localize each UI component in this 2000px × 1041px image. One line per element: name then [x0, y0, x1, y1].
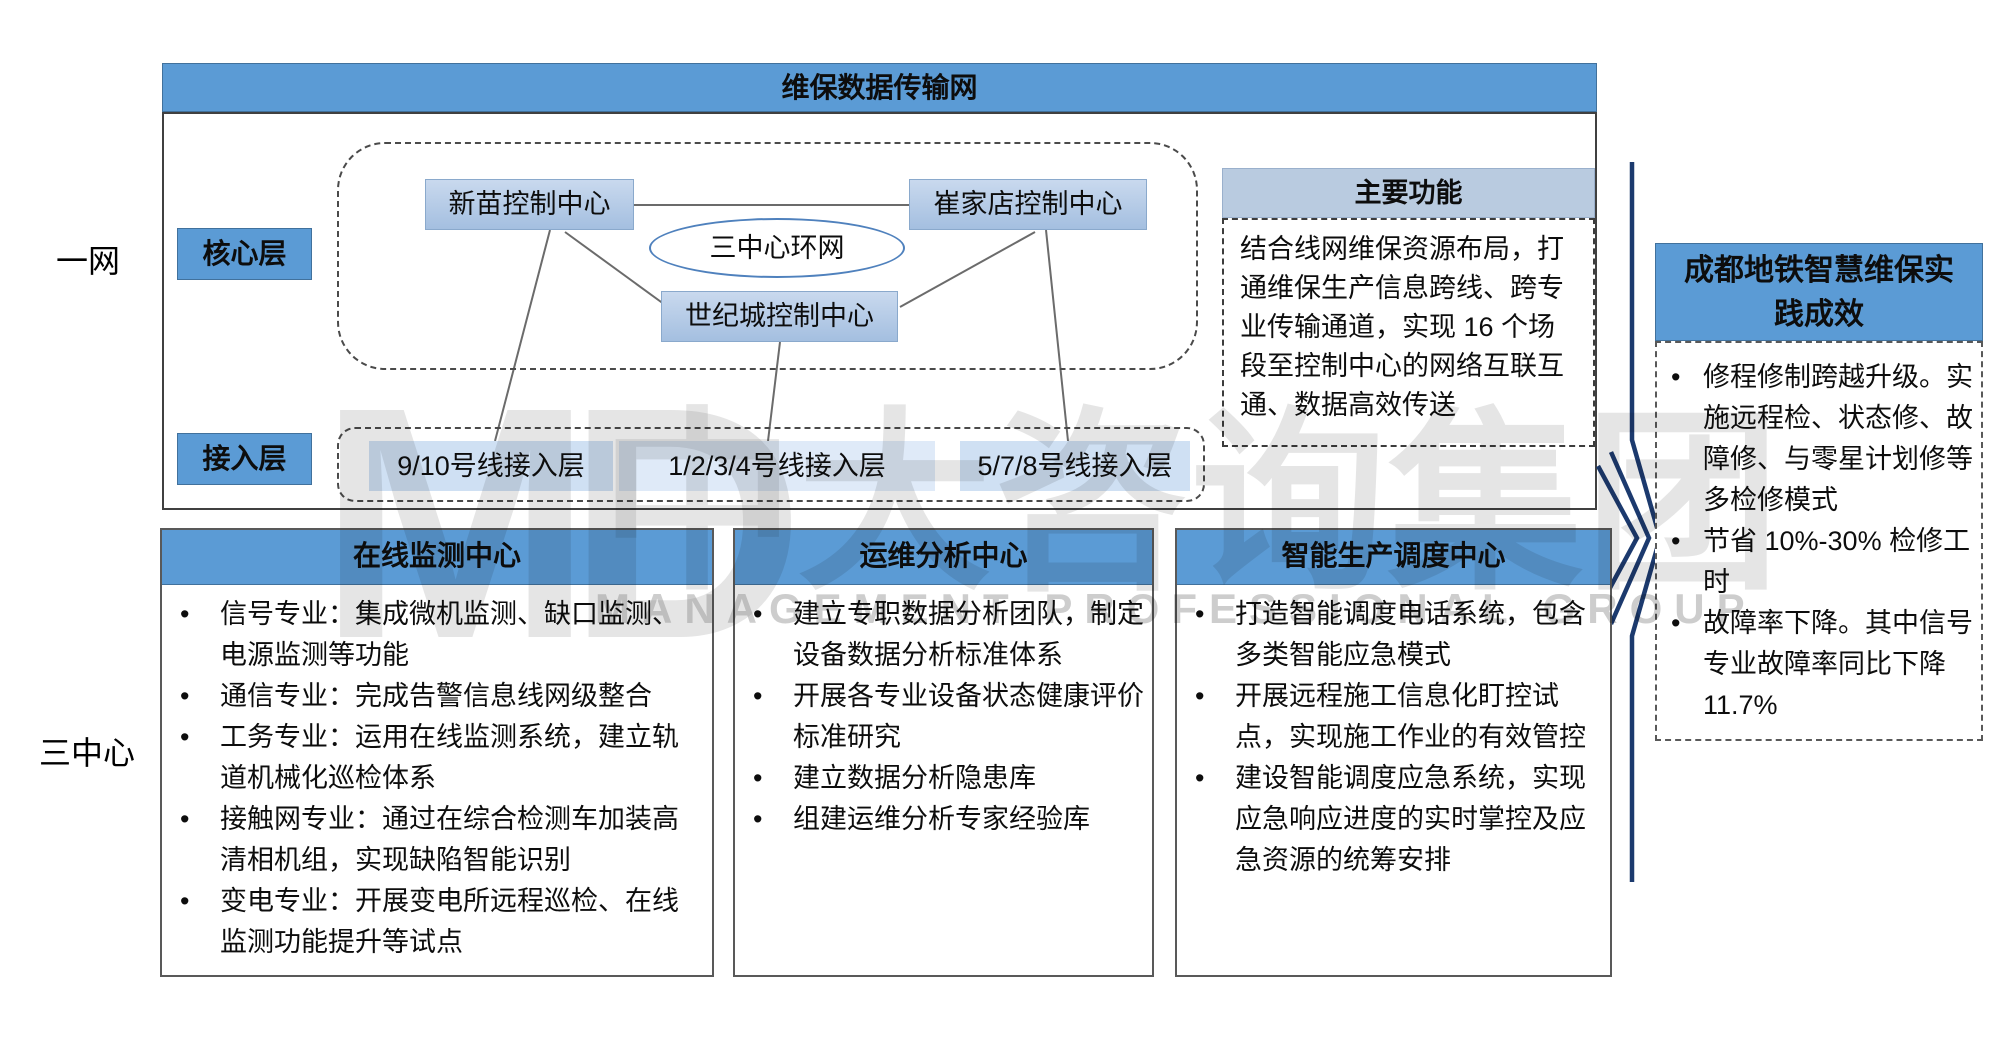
- node-xinmiao-control-center: 新苗控制中心: [425, 179, 634, 230]
- om-analysis-center-title: 运维分析中心: [735, 530, 1152, 585]
- list-item: 开展各专业设备状态健康评价标准研究: [735, 676, 1144, 758]
- online-monitoring-center-box: 在线监测中心 信号专业：集成微机监测、缺口监测、电源监测等功能 通信专业：完成告…: [160, 528, 714, 977]
- node-shijicheng-control-center: 世纪城控制中心: [661, 291, 898, 342]
- node-cuijiadian-control-center: 崔家店控制中心: [909, 179, 1147, 230]
- access-node-line-1-2-3-4: 1/2/3/4号线接入层: [619, 441, 935, 491]
- online-monitoring-center-title: 在线监测中心: [162, 530, 712, 585]
- list-item: 开展远程施工信息化盯控试点，实现施工作业的有效管控: [1177, 676, 1602, 758]
- list-item: 接触网专业：通过在综合检测车加装高清相机组，实现缺陷智能识别: [162, 799, 704, 881]
- main-functions-title: 主要功能: [1222, 168, 1595, 218]
- list-item: 变电专业：开展变电所远程巡检、在线监测功能提升等试点: [162, 881, 704, 963]
- list-item: 通信专业：完成告警信息线网级整合: [162, 676, 704, 717]
- three-centers-label: 三中心: [38, 735, 135, 771]
- om-analysis-center-box: 运维分析中心 建立专职数据分析团队，制定设备数据分析标准体系 开展各专业设备状态…: [733, 528, 1154, 977]
- three-center-ring-ellipse: 三中心环网: [649, 218, 905, 278]
- smart-dispatch-center-box: 智能生产调度中心 打造智能调度电话系统，包含多类智能应急模式 开展远程施工信息化…: [1175, 528, 1612, 977]
- main-functions-text: 结合线网维保资源布局，打通维保生产信息跨线、跨专业传输通道，实现 16 个场段至…: [1222, 218, 1595, 447]
- online-monitoring-center-list: 信号专业：集成微机监测、缺口监测、电源监测等功能 通信专业：完成告警信息线网级整…: [162, 585, 712, 963]
- transmission-network-title: 维保数据传输网: [162, 63, 1597, 112]
- access-layer-group: [337, 427, 1205, 502]
- list-item: 工务专业：运用在线监测系统，建立轨道机械化巡检体系: [162, 717, 704, 799]
- list-item: 修程修制跨越升级。实施远程检、状态修、故障修、与零星计划修等多检修模式: [1657, 357, 1975, 521]
- list-item: 建立数据分析隐患库: [735, 758, 1144, 799]
- practice-results-title: 成都地铁智慧维保实践成效: [1655, 243, 1983, 341]
- list-item: 打造智能调度电话系统，包含多类智能应急模式: [1177, 594, 1602, 676]
- smart-dispatch-center-list: 打造智能调度电话系统，包含多类智能应急模式 开展远程施工信息化盯控试点，实现施工…: [1177, 585, 1610, 881]
- access-layer-label: 接入层: [177, 433, 312, 485]
- practice-results-box: 修程修制跨越升级。实施远程检、状态修、故障修、与零星计划修等多检修模式 节省 1…: [1655, 341, 1983, 741]
- list-item: 信号专业：集成微机监测、缺口监测、电源监测等功能: [162, 594, 704, 676]
- list-item: 建立专职数据分析团队，制定设备数据分析标准体系: [735, 594, 1144, 676]
- core-layer-label: 核心层: [177, 228, 312, 280]
- om-analysis-center-list: 建立专职数据分析团队，制定设备数据分析标准体系 开展各专业设备状态健康评价标准研…: [735, 585, 1152, 840]
- access-node-line-5-7-8: 5/7/8号线接入层: [960, 441, 1190, 491]
- one-network-label: 一网: [55, 243, 120, 279]
- core-layer-group: [337, 142, 1198, 370]
- list-item: 节省 10%-30% 检修工时: [1657, 521, 1975, 603]
- list-item: 建设智能调度应急系统，实现应急响应进度的实时掌控及应急资源的统筹安排: [1177, 758, 1602, 881]
- practice-results-list: 修程修制跨越升级。实施远程检、状态修、故障修、与零星计划修等多检修模式 节省 1…: [1657, 343, 1981, 726]
- list-item: 组建运维分析专家经验库: [735, 799, 1144, 840]
- access-node-line-9-10: 9/10号线接入层: [369, 441, 613, 491]
- smart-dispatch-center-title: 智能生产调度中心: [1177, 530, 1610, 585]
- list-item: 故障率下降。其中信号专业故障率同比下降11.7%: [1657, 603, 1975, 726]
